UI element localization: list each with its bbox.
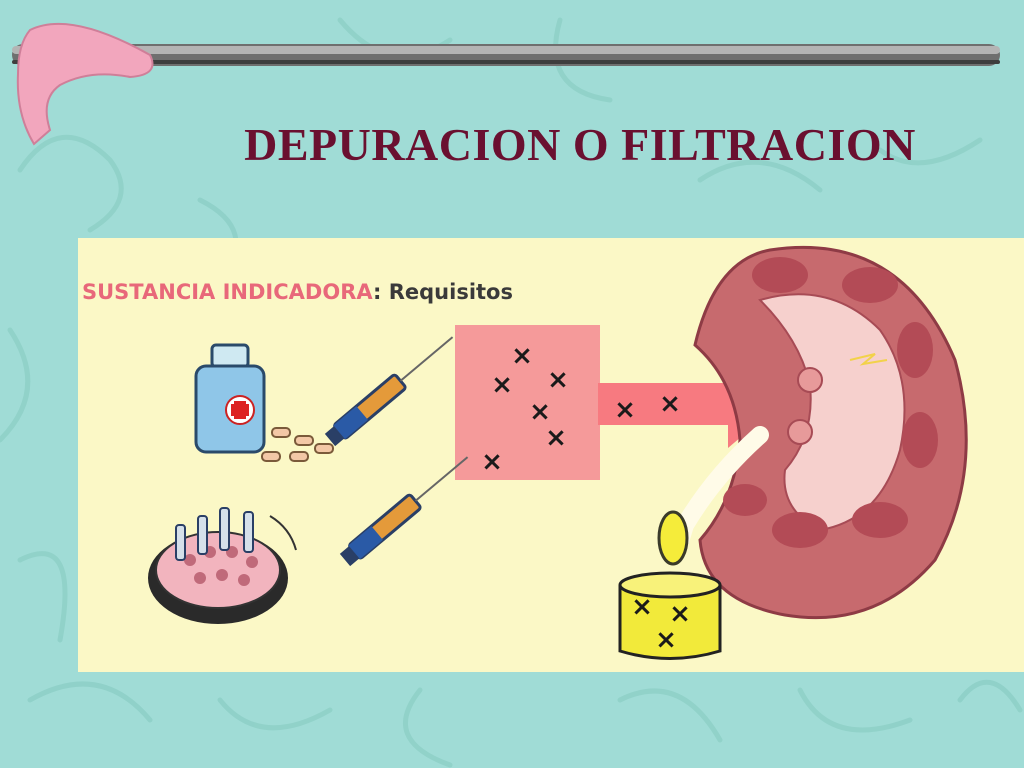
blood-mark: × bbox=[547, 365, 569, 395]
medicine-bottle-icon bbox=[194, 343, 266, 454]
urine-drop-icon bbox=[657, 510, 689, 566]
pills-icon bbox=[261, 427, 334, 462]
blood-box bbox=[455, 325, 600, 480]
subtitle-highlight: SUSTANCIA INDICADORA bbox=[82, 280, 374, 304]
blood-mark: × bbox=[545, 423, 567, 453]
urine-cup-icon bbox=[618, 571, 722, 660]
arrow-mark: × bbox=[659, 389, 681, 419]
blood-mark: × bbox=[511, 341, 533, 371]
test-tube-rack-icon bbox=[148, 507, 297, 624]
arrow-mark: × bbox=[614, 395, 636, 425]
blood-mark: × bbox=[529, 397, 551, 427]
blood-mark: × bbox=[491, 370, 513, 400]
syringe-icon bbox=[339, 456, 469, 567]
blood-mark: × bbox=[481, 447, 503, 477]
subtitle-rest: : Requisitos bbox=[373, 280, 513, 304]
urine-mark: × bbox=[631, 592, 653, 622]
boomerang-decoration bbox=[16, 22, 154, 146]
kidney-icon bbox=[693, 245, 968, 620]
slide-title: DEPURACION O FILTRACION bbox=[244, 119, 916, 170]
diagram-subtitle: SUSTANCIA INDICADORA: Requisitos bbox=[82, 280, 513, 304]
urine-mark: × bbox=[669, 599, 691, 629]
urine-mark: × bbox=[655, 625, 677, 655]
syringe-icon bbox=[324, 336, 454, 447]
